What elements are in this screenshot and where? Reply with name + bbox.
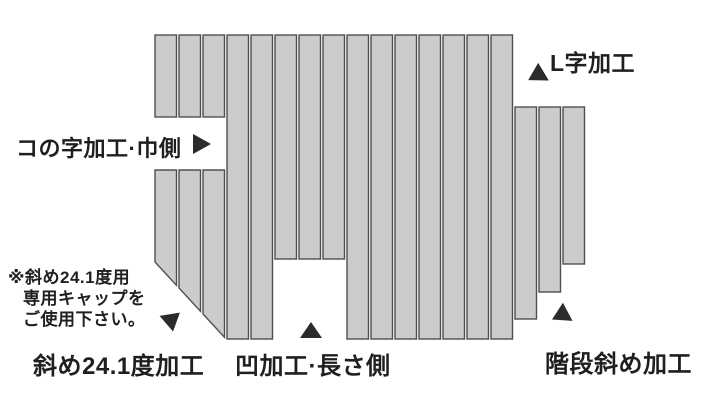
label-u-shape-width-side: コの字加工·巾側 <box>16 136 182 161</box>
slat <box>154 169 178 288</box>
label-diagonal-24-1: 斜め24.1度加工 <box>33 353 205 380</box>
slat <box>178 169 202 314</box>
slat <box>538 106 562 293</box>
slat <box>322 34 346 260</box>
note-line-2: 専用キャップを <box>23 289 146 308</box>
label-stair-diagonal: 階段斜め加工 <box>545 351 692 378</box>
slat <box>250 34 274 340</box>
label-l-shape: L字加工 <box>550 50 636 76</box>
slat <box>418 34 442 340</box>
slat <box>466 34 490 340</box>
note-line-3: ご使用下さい。 <box>23 310 146 329</box>
slat <box>514 106 538 320</box>
slat <box>178 34 202 118</box>
slat <box>442 34 466 340</box>
label-concave-length-side: 凹加工·長さ側 <box>235 353 391 380</box>
slat <box>394 34 418 340</box>
note-diagonal-cap: ※斜め24.1度用 専用キャップを ご使用下さい。 <box>8 267 146 330</box>
slat <box>562 106 586 265</box>
slat <box>346 34 370 340</box>
note-line-1: ※斜め24.1度用 <box>8 268 131 287</box>
slat <box>154 34 178 118</box>
slat <box>202 169 226 340</box>
slat <box>202 34 226 118</box>
slat <box>370 34 394 340</box>
u-shape-arrow-icon <box>193 134 211 154</box>
slat <box>226 34 250 340</box>
slat <box>490 34 514 340</box>
concave-arrow-icon <box>300 322 322 338</box>
slat <box>274 34 298 260</box>
slat <box>298 34 322 260</box>
